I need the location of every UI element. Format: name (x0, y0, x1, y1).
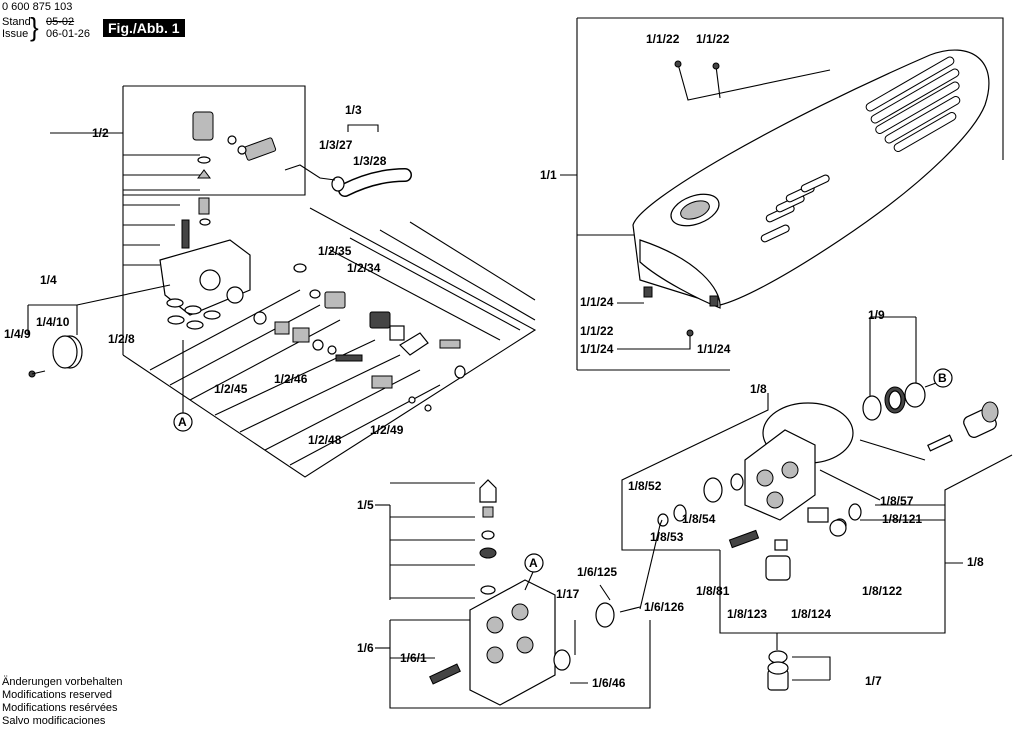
label-1-8-top: 1/8 (750, 382, 767, 396)
group-1-8-frame (621, 393, 1013, 634)
label-1-2-8: 1/2/8 (108, 332, 135, 346)
old-date: 05-02 (46, 16, 75, 28)
label-1-8-57: 1/8/57 (880, 494, 914, 508)
document-number: 0 600 875 103 (2, 1, 73, 13)
label-1-9: 1/9 (868, 308, 885, 322)
label-1-3: 1/3 (345, 103, 362, 117)
label-1-1: 1/1 (540, 168, 557, 182)
callout-a-bottom-label: A (529, 556, 538, 570)
label-1-1-24-b: 1/1/24 (580, 342, 614, 356)
label-1-8-123: 1/8/123 (727, 607, 768, 621)
footer-note-es: Salvo modificaciones (2, 715, 106, 727)
callout-a-top-label: A (178, 415, 187, 429)
group-1-5 (375, 479, 497, 600)
group-1-7 (767, 633, 831, 691)
callout-a-bottom (524, 553, 544, 573)
label-1-8-54: 1/8/54 (682, 512, 716, 526)
housing-cover (617, 49, 990, 350)
label-1-8-124: 1/8/124 (791, 607, 832, 621)
group-1-4 (27, 284, 171, 378)
label-1-8-122: 1/8/122 (862, 584, 903, 598)
hose-1-3 (284, 124, 412, 197)
label-1-1-24-a: 1/1/24 (580, 295, 614, 309)
label-1-6: 1/6 (357, 641, 374, 655)
label-1-8-53: 1/8/53 (650, 530, 684, 544)
label-1-2-49: 1/2/49 (370, 423, 404, 437)
label-1-3-27: 1/3/27 (319, 138, 353, 152)
label-1-8-81: 1/8/81 (696, 584, 730, 598)
label-1-1-24-c: 1/1/24 (697, 342, 731, 356)
label-1-6-126: 1/6/126 (644, 600, 685, 614)
label-1-2: 1/2 (92, 126, 109, 140)
footer-note-de: Änderungen vorbehalten (2, 676, 123, 688)
label-1-6-1: 1/6/1 (400, 651, 427, 665)
footer-note-en: Modifications reserved (2, 689, 113, 701)
label-1-17: 1/17 (556, 587, 580, 601)
footer-note-fr: Modifications resérvées (2, 702, 118, 714)
group-1-6 (375, 519, 663, 709)
label-1-7: 1/7 (865, 674, 882, 688)
issue-label: Issue (2, 28, 29, 40)
label-1-1-22-c: 1/1/22 (580, 324, 614, 338)
label-1-4: 1/4 (40, 273, 57, 287)
label-1-2-45: 1/2/45 (214, 382, 248, 396)
label-1-1-22-b: 1/1/22 (696, 32, 730, 46)
label-1-6-125: 1/6/125 (577, 565, 618, 579)
label-1-8-121: 1/8/121 (882, 512, 923, 526)
figure-label: Fig./Abb. 1 (103, 19, 185, 37)
label-1-8-52: 1/8/52 (628, 479, 662, 493)
group-1-9 (862, 316, 953, 421)
callout-a-top (173, 412, 193, 432)
label-1-4-10: 1/4/10 (36, 315, 70, 329)
label-1-3-28: 1/3/28 (353, 154, 387, 168)
stand-label: Stand (2, 16, 31, 28)
label-1-1-22-a: 1/1/22 (646, 32, 680, 46)
label-1-5: 1/5 (357, 498, 374, 512)
callout-b-label: B (938, 371, 947, 385)
brace: } (30, 12, 39, 42)
group-1-1-frame (560, 17, 1004, 371)
label-1-2-46: 1/2/46 (274, 372, 308, 386)
label-1-6-46: 1/6/46 (592, 676, 626, 690)
callout-b (933, 368, 953, 388)
label-1-8-right: 1/8 (967, 555, 984, 569)
label-1-2-35: 1/2/35 (318, 244, 352, 258)
parts-1-2 (159, 111, 466, 412)
new-date: 06-01-26 (46, 28, 91, 40)
label-1-2-48: 1/2/48 (308, 433, 342, 447)
label-1-4-9: 1/4/9 (4, 327, 31, 341)
label-1-2-34: 1/2/34 (347, 261, 381, 275)
pump-head (657, 401, 999, 581)
group-1-2-frame (50, 85, 537, 478)
